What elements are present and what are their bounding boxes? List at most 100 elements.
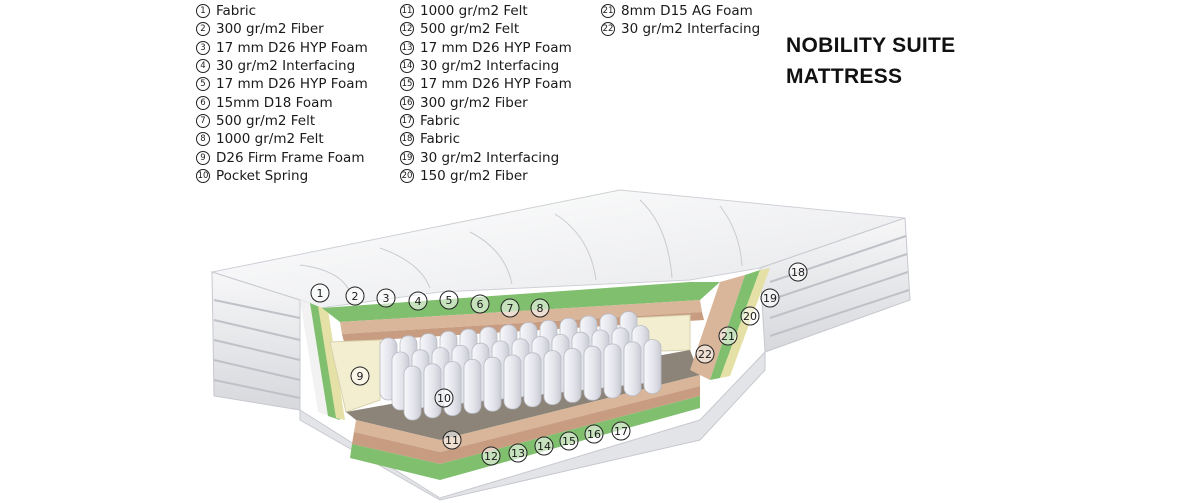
legend-number: 17 xyxy=(400,113,414,128)
callout-number: 8 xyxy=(537,302,544,315)
legend-number: 20 xyxy=(400,168,414,183)
legend-label: 17 mm D26 HYP Foam xyxy=(420,39,572,56)
legend-number: 3 xyxy=(196,40,210,55)
legend-number: 9 xyxy=(196,150,210,165)
callout-number: 5 xyxy=(446,294,453,307)
callout-number: 10 xyxy=(437,392,451,405)
legend-number: 19 xyxy=(400,150,414,165)
legend-item: 13 17 mm D26 HYP Foam xyxy=(400,39,572,57)
callout-circle xyxy=(584,424,604,444)
legend-item: 9 D26 Firm Frame Foam xyxy=(196,148,368,166)
callout-circle xyxy=(760,288,780,308)
callout-7: 7 xyxy=(500,298,520,318)
legend-number: 1 xyxy=(196,4,210,19)
legend-label: 300 gr/m2 Fiber xyxy=(216,21,324,38)
callout-13: 13 xyxy=(508,443,528,463)
callout-number: 19 xyxy=(763,292,777,305)
left-cut-layers xyxy=(300,300,345,420)
callout-22: 22 xyxy=(695,344,715,364)
legend-label: 30 gr/m2 Interfacing xyxy=(621,21,761,38)
callout-16: 16 xyxy=(584,424,604,444)
quilting-lines xyxy=(299,199,743,293)
callout-circle xyxy=(481,446,501,466)
pocket-spring xyxy=(643,339,662,395)
legend-label: 30 gr/m2 Interfacing xyxy=(420,58,560,75)
legend-label: Fabric xyxy=(420,112,461,129)
callout-circle xyxy=(434,388,454,408)
callout-number: 4 xyxy=(415,295,422,308)
callout-17: 17 xyxy=(611,421,631,441)
legend-label: 300 gr/m2 Fiber xyxy=(420,94,528,111)
pocket-spring xyxy=(463,358,482,414)
callout-circle xyxy=(559,431,579,451)
callout-circle xyxy=(530,298,550,318)
legend-label: 30 gr/m2 Interfacing xyxy=(216,58,356,75)
legend-number: 15 xyxy=(400,77,414,92)
callout-circle xyxy=(376,288,396,308)
legend-label: 1000 gr/m2 Felt xyxy=(420,3,528,20)
legend-label: 17 mm D26 HYP Foam xyxy=(216,76,368,93)
callout-number: 11 xyxy=(445,434,459,447)
legend-number: 10 xyxy=(196,168,210,183)
callout-18: 18 xyxy=(788,262,808,282)
callout-15: 15 xyxy=(559,431,579,451)
legend-label: 500 gr/m2 Felt xyxy=(216,112,316,129)
callout-number: 16 xyxy=(587,428,601,441)
callout-19: 19 xyxy=(760,288,780,308)
legend-number: 21 xyxy=(601,4,615,19)
callout-circle xyxy=(439,290,459,310)
callout-circle xyxy=(740,306,760,326)
legend-number: 11 xyxy=(400,4,414,19)
legend-label: 17 mm D26 HYP Foam xyxy=(420,76,572,93)
pocket-spring xyxy=(443,361,462,417)
legend-label: Fabric xyxy=(216,3,257,20)
callout-4: 4 xyxy=(408,291,428,311)
callout-14: 14 xyxy=(534,436,554,456)
callout-number: 15 xyxy=(562,435,576,448)
callout-9: 9 xyxy=(350,366,370,386)
callout-1: 1 xyxy=(310,283,330,303)
legend-number: 5 xyxy=(196,77,210,92)
callout-5: 5 xyxy=(439,290,459,310)
legend-number: 13 xyxy=(400,40,414,55)
callout-11: 11 xyxy=(442,430,462,450)
callout-number: 14 xyxy=(537,440,551,453)
callout-circle xyxy=(345,286,365,306)
legend-number: 14 xyxy=(400,59,414,74)
pocket-springs xyxy=(379,311,662,421)
callout-number: 9 xyxy=(357,370,364,383)
callout-circle xyxy=(718,326,738,346)
pocket-spring xyxy=(523,352,542,408)
pocket-spring xyxy=(583,345,602,401)
callout-12: 12 xyxy=(481,446,501,466)
callout-circle xyxy=(500,298,520,318)
callout-circle xyxy=(442,430,462,450)
legend-label: Fabric xyxy=(420,131,461,148)
legend-item: 11 1000 gr/m2 Felt xyxy=(400,2,572,20)
callout-3: 3 xyxy=(376,288,396,308)
callout-circle xyxy=(470,294,490,314)
legend-label: D26 Firm Frame Foam xyxy=(216,149,365,166)
callout-number: 12 xyxy=(484,450,498,463)
legend-number: 8 xyxy=(196,132,210,147)
callout-21: 21 xyxy=(718,326,738,346)
pocket-spring xyxy=(543,350,562,406)
callout-10: 10 xyxy=(434,388,454,408)
callout-circle xyxy=(310,283,330,303)
legend-item: 17 Fabric xyxy=(400,112,572,130)
